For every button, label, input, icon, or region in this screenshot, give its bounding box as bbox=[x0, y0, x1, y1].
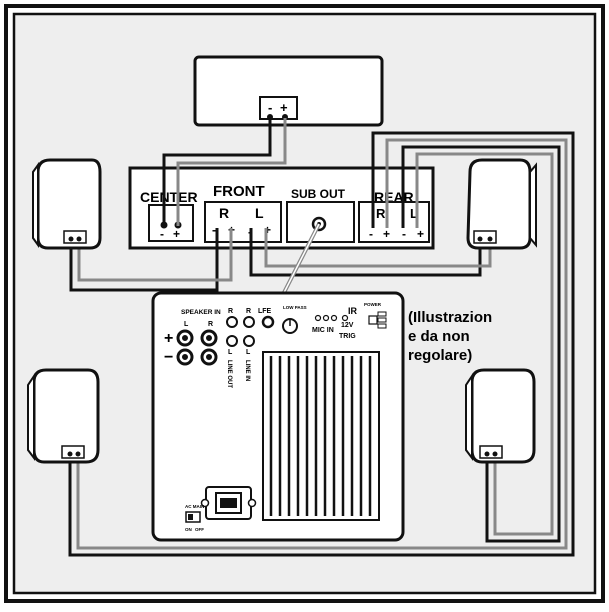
center-terminal-box bbox=[148, 204, 194, 242]
sub-line-out-r: R bbox=[228, 308, 233, 315]
cable-front-left-speaker-positive bbox=[77, 228, 233, 282]
cables bbox=[68, 118, 575, 557]
rear-left-label: L bbox=[410, 206, 418, 221]
rear-r-plus: + bbox=[383, 227, 390, 241]
rear-right-speaker bbox=[465, 368, 536, 464]
front-right-speaker bbox=[466, 158, 537, 250]
sub-lfe-label: LFE bbox=[258, 308, 272, 315]
sub-out-label: SUB OUT bbox=[291, 187, 346, 201]
front-terminal-box bbox=[204, 201, 282, 243]
front-r-minus: - bbox=[212, 223, 216, 237]
sub-speaker-in-label: SPEAKER IN bbox=[181, 309, 221, 316]
cable-rear-right-speaker-negative bbox=[401, 145, 561, 543]
receiver-panel: CENTER FRONT SUB OUT REAR - + R L - + - … bbox=[128, 166, 435, 250]
front-right-label: R bbox=[219, 205, 229, 221]
rear-l-minus: - bbox=[402, 227, 406, 241]
cable-front-left-speaker-negative bbox=[69, 228, 219, 292]
sub-small-controls bbox=[314, 314, 349, 322]
note-line-1: (Illustrazion bbox=[408, 309, 492, 326]
sub-line-in-r: R bbox=[246, 308, 251, 315]
front-left-speaker bbox=[32, 158, 102, 250]
note-text: (Illustrazion e da non regolare) bbox=[408, 309, 492, 364]
center-output-label: CENTER bbox=[140, 189, 198, 205]
rear-r-minus: - bbox=[369, 227, 373, 241]
sub-line-in-l: L bbox=[246, 349, 251, 356]
rear-l-plus: + bbox=[417, 227, 424, 241]
cable-rear-left-speaker-negative bbox=[68, 131, 575, 557]
sub-ac-main-label: AC MAIN bbox=[185, 504, 204, 509]
sub-trig-label: TRIG bbox=[339, 333, 356, 340]
rear-left-speaker bbox=[27, 368, 100, 464]
center-minus-label: - bbox=[160, 227, 164, 241]
sub-speaker-in-r: R bbox=[208, 321, 213, 328]
sub-power-label: POWER bbox=[364, 302, 382, 307]
note-line-2: e da non bbox=[408, 328, 470, 345]
sub-rca-jacks bbox=[226, 316, 255, 347]
sub-ir-label: IR bbox=[348, 306, 358, 316]
front-output-label: FRONT bbox=[213, 183, 265, 200]
front-l-plus: + bbox=[264, 223, 271, 237]
sub-heatsink bbox=[262, 351, 380, 521]
sub-lfe-jack bbox=[261, 315, 275, 329]
sub-power-switch bbox=[368, 315, 378, 325]
sub-binding-posts bbox=[176, 329, 218, 366]
sub-on-label: ON bbox=[185, 527, 192, 532]
sub-minus-label: − bbox=[164, 349, 173, 366]
sub-low-pass-label: LOW PASS bbox=[283, 305, 307, 310]
sub-line-out-label: LINE OUT bbox=[226, 360, 232, 388]
sub-line-in-label: LINE IN bbox=[244, 360, 250, 381]
cable-front-right-speaker-positive bbox=[264, 228, 492, 268]
center-plus-label: + bbox=[173, 227, 180, 241]
cable-front-right-speaker-negative bbox=[249, 228, 482, 277]
cable-rear-right-speaker-positive bbox=[415, 152, 554, 536]
sub-heatsink-fins bbox=[269, 356, 372, 516]
cable-rear-left-speaker-positive bbox=[76, 138, 568, 550]
note-line-3: regolare) bbox=[408, 347, 472, 364]
cable-center-positive bbox=[176, 118, 287, 226]
sub-power-selector bbox=[377, 311, 387, 329]
center-speaker-minus: - bbox=[268, 100, 272, 115]
sub-line-out-l: L bbox=[228, 349, 233, 356]
center-speaker-plus: + bbox=[280, 100, 288, 115]
cable-center-negative bbox=[162, 118, 272, 226]
center-speaker: - + bbox=[193, 55, 384, 127]
sub-off-label: OFF bbox=[195, 527, 204, 532]
sub-speaker-in-l: L bbox=[184, 321, 189, 328]
sub-plus-label: + bbox=[164, 330, 173, 347]
sub-mic-in-label: MIC IN bbox=[312, 327, 334, 334]
rear-right-label: R bbox=[376, 206, 386, 221]
front-left-label: L bbox=[255, 205, 264, 221]
subwoofer-panel: SPEAKER IN L R + − R R L L LINE OUT LINE… bbox=[151, 291, 405, 542]
sub-12v-label: 12V bbox=[341, 322, 354, 329]
